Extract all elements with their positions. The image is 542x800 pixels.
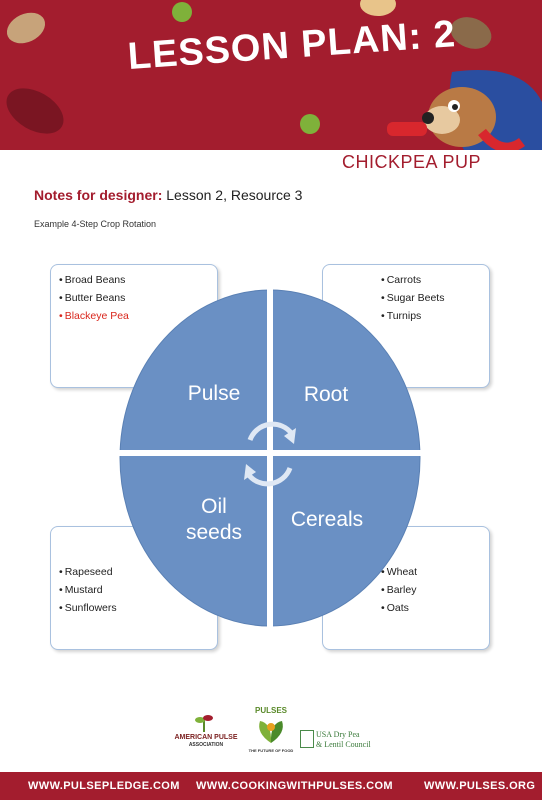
pulses-logo-top: PULSES [254,706,287,715]
list-item: Sunflowers [59,599,217,617]
leaf-icon [259,721,283,743]
pulse-crops-box: Broad Beans Butter Beans Blackeye Pea [50,264,218,388]
designer-notes: Notes for designer: Lesson 2, Resource 3 [34,187,302,203]
footer-link-pulses[interactable]: WWW.PULSES.ORG [424,780,536,792]
list-item: Broad Beans [59,271,217,289]
list-item: Butter Beans [59,289,217,307]
bean-decoration [1,6,51,50]
list-item: Rapeseed [59,563,217,581]
list-item: Carrots [381,271,489,289]
list-item: Oats [381,599,489,617]
pulses-logo-bottom: THE FUTURE OF FOOD [248,748,294,753]
header-banner: LESSON PLAN: 2 [0,0,542,150]
list-item: Turnips [381,307,489,325]
crop-rotation-diagram [118,288,422,628]
apa-line1: AMERICAN PULSE [174,734,238,741]
list-item-highlight: Blackeye Pea [59,307,217,325]
pea-decoration [300,114,320,134]
cycle-arrows-icon [244,421,296,487]
american-pulse-association-logo: AMERICAN PULSE ASSOCIATION [168,712,244,752]
quadrant-label-cereals: Cereals [290,508,364,531]
list-item: Wheat [381,563,489,581]
plant-icon [195,715,213,732]
horizontal-divider [118,450,422,456]
apa-line2: ASSOCIATION [188,742,224,748]
list-item: Sugar Beets [381,289,489,307]
character-label: CHICKPEA PUP [342,152,482,172]
example-caption: Example 4-Step Crop Rotation [34,219,157,229]
notes-text: Lesson 2, Resource 3 [166,187,303,203]
pulses-logo: PULSES THE FUTURE OF FOOD [248,706,294,758]
bean-decoration [360,0,396,16]
usa-dry-pea-lentil-council-logo: USA Dry Pea & Lentil Council [300,728,371,754]
usadpl-emblem-icon [300,730,314,748]
pea-decoration [172,2,192,22]
kidney-bean-decoration [0,79,72,143]
list-item: Barley [381,581,489,599]
footer-bar: WWW.PULSEPLEDGE.COM WWW.COOKINGWITHPULSE… [0,772,542,800]
quadrant-label-oilseeds: Oil seeds [185,495,243,544]
usadpl-line1: USA Dry Pea [316,730,360,739]
footer-link-pulsepledge[interactable]: WWW.PULSEPLEDGE.COM [28,780,180,792]
chickpea-pup-mascot-icon [387,70,542,150]
usadpl-line2: & Lentil Council [316,740,371,749]
quadrant-label-pulse: Pulse [187,382,241,405]
quadrant-label-root: Root [303,383,349,406]
notes-label: Notes for designer: [34,187,163,203]
vertical-divider [267,288,273,628]
list-item: Mustard [59,581,217,599]
footer-link-cookingwithpulses[interactable]: WWW.COOKINGWITHPULSES.COM [196,780,393,792]
